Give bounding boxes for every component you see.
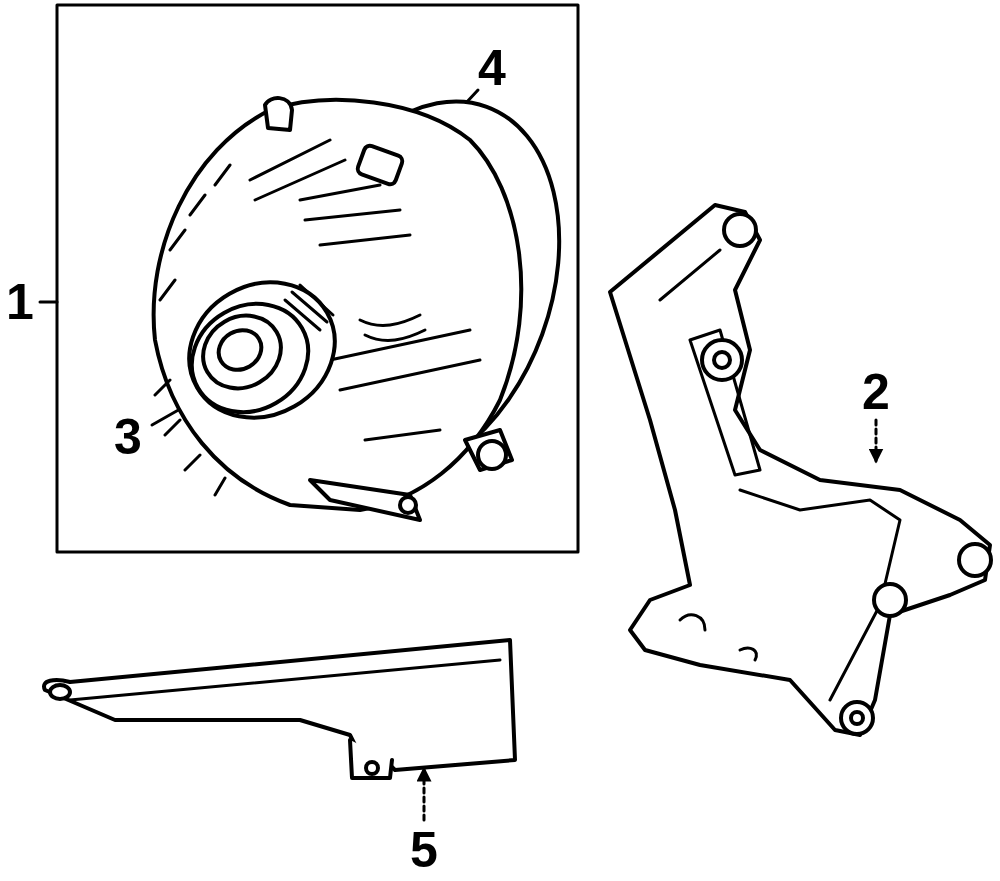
assembly-frame [57, 5, 578, 552]
alternator [154, 62, 609, 520]
callout-number: 1 [6, 277, 34, 327]
leader-line [40, 301, 57, 304]
leader-line [423, 768, 426, 820]
callout-number: 5 [410, 825, 438, 875]
callout-number: 3 [114, 412, 142, 462]
leader-line [875, 420, 878, 462]
alternator-shield [44, 640, 515, 778]
mounting-bracket [610, 205, 991, 735]
callout-number: 2 [862, 367, 890, 417]
callout-number: 4 [478, 43, 506, 93]
